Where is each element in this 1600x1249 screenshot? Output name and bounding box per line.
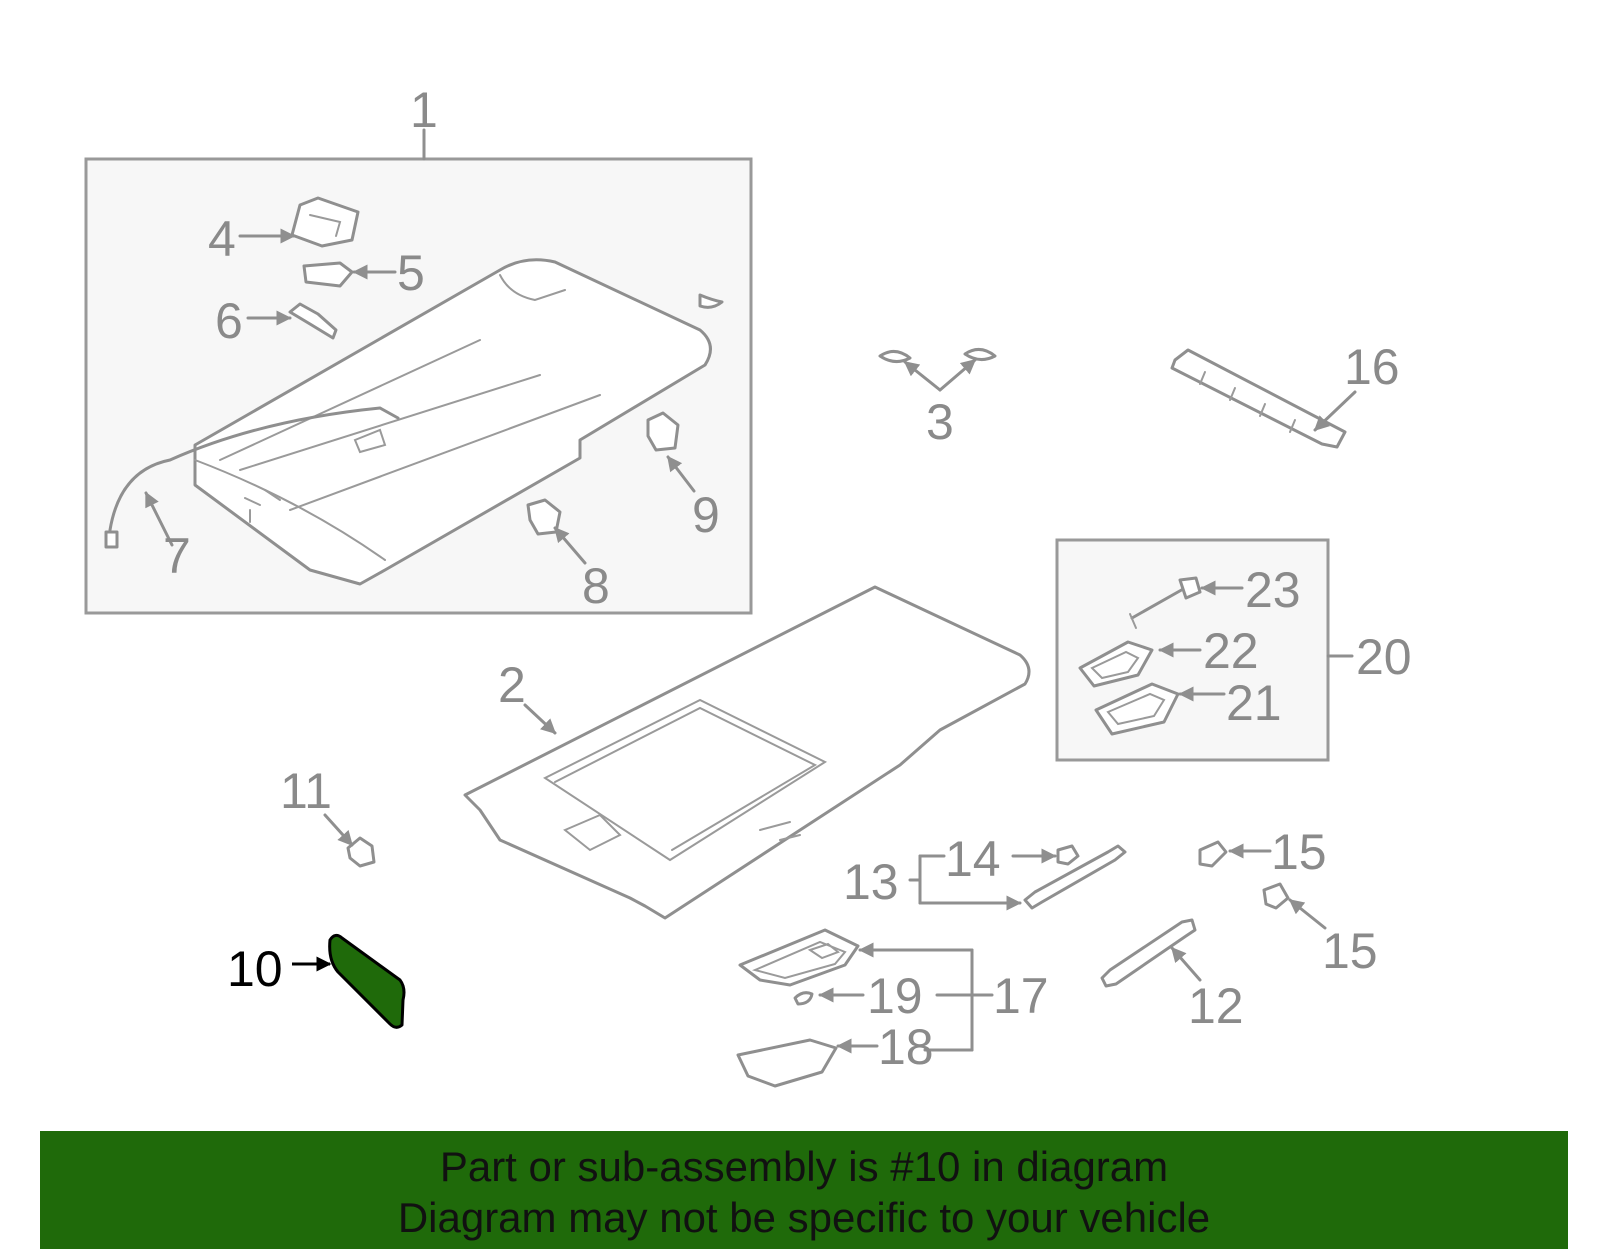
callout-1: 1 bbox=[410, 82, 438, 138]
callout-23: 23 bbox=[1245, 562, 1301, 618]
callout-2: 2 bbox=[498, 657, 526, 713]
part-15-upper bbox=[1198, 840, 1228, 868]
callout-17: 17 bbox=[993, 968, 1049, 1024]
callout-18: 18 bbox=[878, 1019, 934, 1075]
part-2-headliner bbox=[463, 585, 1031, 920]
callout-19: 19 bbox=[867, 968, 923, 1024]
part-13-grab-handle bbox=[1023, 844, 1127, 910]
banner-line-1: Part or sub-assembly is #10 in diagram bbox=[439, 1143, 1169, 1190]
callout-15-lower: 15 bbox=[1322, 923, 1378, 979]
callout-6: 6 bbox=[215, 293, 243, 349]
callout-20: 20 bbox=[1356, 629, 1412, 685]
callout-14: 14 bbox=[945, 831, 1001, 887]
part-11 bbox=[346, 836, 376, 868]
part-23 bbox=[1129, 576, 1202, 629]
part-16 bbox=[1170, 348, 1347, 449]
callout-22: 22 bbox=[1203, 623, 1259, 679]
part-5 bbox=[302, 261, 354, 288]
part-10-sun-visor bbox=[328, 933, 406, 1029]
part-12-assist-handle bbox=[1100, 918, 1197, 988]
part-15-lower bbox=[1262, 882, 1290, 910]
part-19-bulb bbox=[793, 991, 814, 1006]
part-14-clip bbox=[1056, 844, 1080, 866]
part-17-map-lamp bbox=[738, 928, 860, 987]
callout-7: 7 bbox=[163, 528, 191, 584]
callout-9: 9 bbox=[692, 487, 720, 543]
callout-5: 5 bbox=[397, 245, 425, 301]
callout-11: 11 bbox=[280, 763, 332, 819]
headliner-assembly bbox=[104, 258, 724, 586]
callout-12: 12 bbox=[1188, 978, 1244, 1034]
callout-21: 21 bbox=[1226, 675, 1282, 731]
part-18-lens bbox=[736, 1038, 838, 1088]
part-21 bbox=[1094, 682, 1180, 736]
callout-10: 10 bbox=[227, 941, 283, 997]
callout-8: 8 bbox=[582, 558, 610, 614]
callout-16: 16 bbox=[1344, 339, 1400, 395]
callout-15-upper: 15 bbox=[1271, 824, 1327, 880]
part-6 bbox=[288, 302, 338, 340]
part-3-clips bbox=[878, 348, 997, 363]
part-9 bbox=[646, 411, 680, 452]
part-22 bbox=[1078, 640, 1154, 688]
callout-13: 13 bbox=[843, 854, 899, 910]
callout-3: 3 bbox=[926, 394, 954, 450]
callout-4: 4 bbox=[208, 211, 236, 267]
info-banner: Part or sub-assembly is #10 in diagram D… bbox=[40, 1131, 1568, 1249]
banner-line-2: Diagram may not be specific to your vehi… bbox=[397, 1194, 1211, 1241]
